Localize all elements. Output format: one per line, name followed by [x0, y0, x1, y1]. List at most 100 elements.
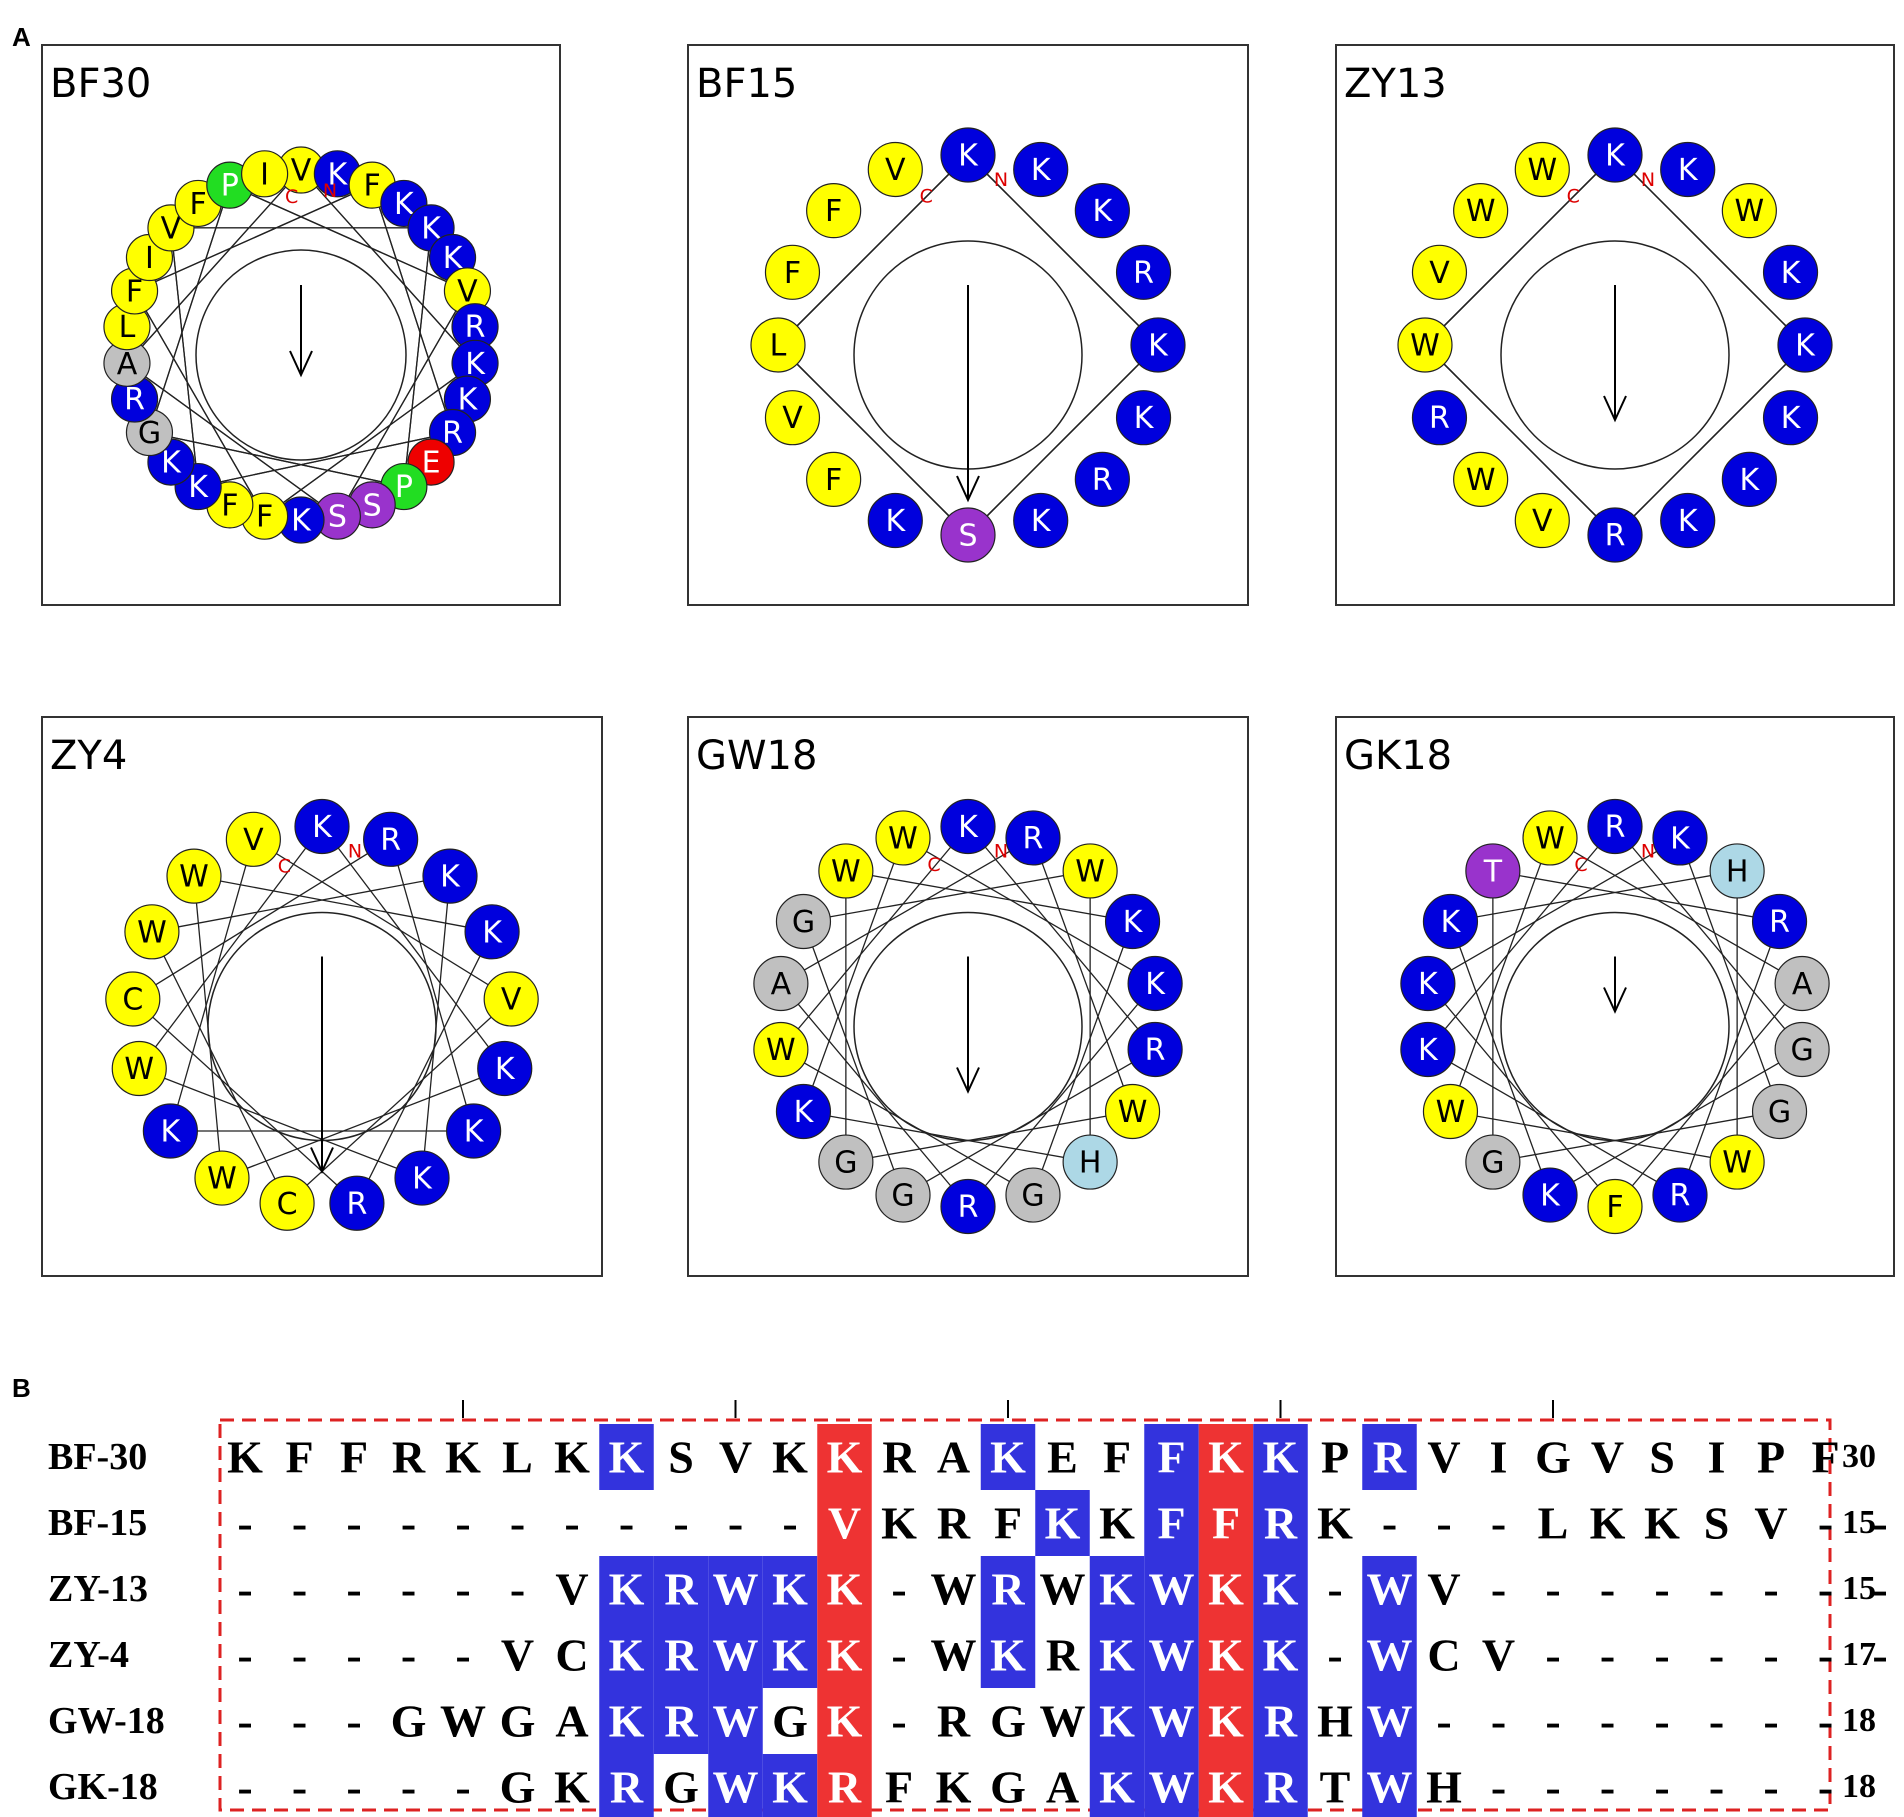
sequence-char: - [1872, 1498, 1887, 1549]
residue-letter: K [1418, 967, 1439, 1002]
residue-letter: K [1781, 401, 1802, 436]
residue-letter: W [1722, 1146, 1752, 1181]
highlight-cell [1362, 1622, 1417, 1688]
alignment-frame [218, 1418, 1832, 1812]
residue-letter: V [501, 982, 522, 1017]
residue-letter: W [124, 1052, 154, 1087]
residue-letter: G [138, 416, 161, 451]
sequence-char: - [1763, 1630, 1778, 1681]
residue-letter: P [395, 470, 413, 505]
residue-letter: F [190, 187, 207, 222]
residue-letter: R [1092, 463, 1113, 498]
helix-connector [802, 837, 904, 1112]
helix-connector [198, 431, 453, 488]
sequence-char: - [292, 1498, 307, 1549]
sequence-char: - [1654, 1630, 1669, 1681]
residue-circle [124, 904, 180, 960]
helix-connector [1424, 344, 1616, 536]
helix-connector [148, 184, 231, 433]
helix-connector [132, 838, 391, 1000]
sequence-char: K [1263, 1630, 1299, 1681]
residue-letter: F [784, 256, 801, 291]
residue-circle [1453, 451, 1509, 507]
helix-connector [780, 1048, 1034, 1196]
sequence-char: K [609, 1630, 645, 1681]
residue-letter: R [1670, 1179, 1691, 1214]
residue-letter: S [328, 500, 347, 535]
sequence-char: W [1040, 1696, 1086, 1747]
highlight-cell [1362, 1424, 1417, 1490]
residue-circle [225, 811, 281, 867]
sequence-char: K [772, 1630, 808, 1681]
sequence-char: - [1545, 1564, 1560, 1615]
sequence-char: K [881, 1498, 917, 1549]
highlight-cell [1089, 1754, 1145, 1817]
sequence-char: W [1149, 1630, 1195, 1681]
sequence-char: W [713, 1762, 759, 1813]
sequence-char: A [937, 1432, 970, 1483]
sequence-char: K [227, 1432, 263, 1483]
sequence-char: K [1263, 1564, 1299, 1615]
residue-circle [166, 848, 222, 904]
residue-letter: K [1418, 1033, 1439, 1068]
sequence-char: P [1757, 1432, 1785, 1483]
residue-letter: K [464, 1115, 485, 1150]
c-terminus-marker: C [278, 855, 291, 877]
highlight-cell [1253, 1688, 1308, 1754]
sequence-char: - [891, 1630, 906, 1681]
sequence-char: - [292, 1696, 307, 1747]
sequence-char: G [500, 1696, 536, 1747]
sequence-char: - [237, 1630, 252, 1681]
sequence-char: I [1708, 1432, 1726, 1483]
highlight-cell [817, 1424, 872, 1490]
residue-circle [867, 141, 923, 198]
sequence-name: GK-18 [48, 1766, 158, 1808]
sequence-char: K [772, 1432, 808, 1483]
sequence-char: W [1367, 1630, 1413, 1681]
sequence-length: 18 [1842, 1702, 1876, 1739]
highlight-cell [1089, 1622, 1145, 1688]
sequence-char: K [1208, 1762, 1244, 1813]
sequence-char: R [1264, 1498, 1298, 1549]
residue-circle [1587, 507, 1643, 563]
residue-letter: R [465, 310, 486, 345]
highlight-cell [1198, 1556, 1254, 1622]
helix-connector [1449, 837, 1551, 1112]
residue-circle [764, 390, 821, 446]
helix-connector [1679, 837, 1781, 1112]
residue-circle [294, 798, 350, 855]
highlight-cell [1144, 1556, 1199, 1622]
helix-connector [1614, 344, 1806, 536]
moment-arrowhead [956, 475, 980, 503]
residue-letter: R [1605, 810, 1626, 845]
sequence-char: - [673, 1498, 688, 1549]
sequence-char: S [1649, 1432, 1675, 1483]
c-terminus-marker: C [920, 185, 933, 207]
wheel-core-circle [1500, 240, 1730, 470]
residue-circle [764, 244, 821, 300]
highlight-cell [1198, 1754, 1254, 1817]
residue-letter: K [1540, 1179, 1561, 1214]
residue-circle [1127, 955, 1183, 1012]
sequence-char: - [1763, 1696, 1778, 1747]
residue-circle [1774, 955, 1830, 1012]
highlight-cell [653, 1688, 709, 1754]
sequence-name: ZY-4 [48, 1634, 129, 1676]
sequence-char: - [346, 1564, 361, 1615]
highlight-cell [1198, 1490, 1254, 1556]
residue-circle [1453, 183, 1509, 239]
residue-letter: K [1670, 821, 1691, 856]
highlight-cell [1253, 1556, 1308, 1622]
sequence-char: W [931, 1564, 977, 1615]
sequence-char: G [391, 1696, 427, 1747]
residue-circle [1709, 1134, 1765, 1190]
wheel-label: ZY13 [1344, 61, 1447, 107]
sequence-char: - [564, 1498, 579, 1549]
sequence-char: - [1763, 1564, 1778, 1615]
sequence-char: K [1099, 1498, 1135, 1549]
helix-connector [803, 1110, 1091, 1163]
